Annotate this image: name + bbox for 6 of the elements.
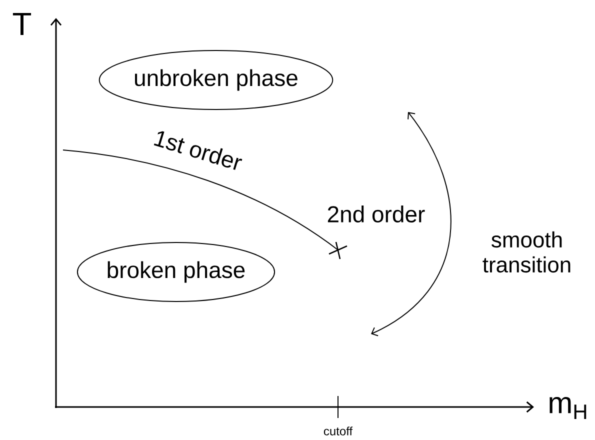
axis-label: T	[12, 13, 32, 35]
tick-label: cutoff	[324, 426, 353, 436]
axis-label: m$_{H}$	[550, 397, 586, 419]
region-label: smooth transition	[482, 231, 570, 273]
line-label: 1st order	[154, 131, 242, 170]
point-label: 2nd order	[328, 206, 425, 222]
